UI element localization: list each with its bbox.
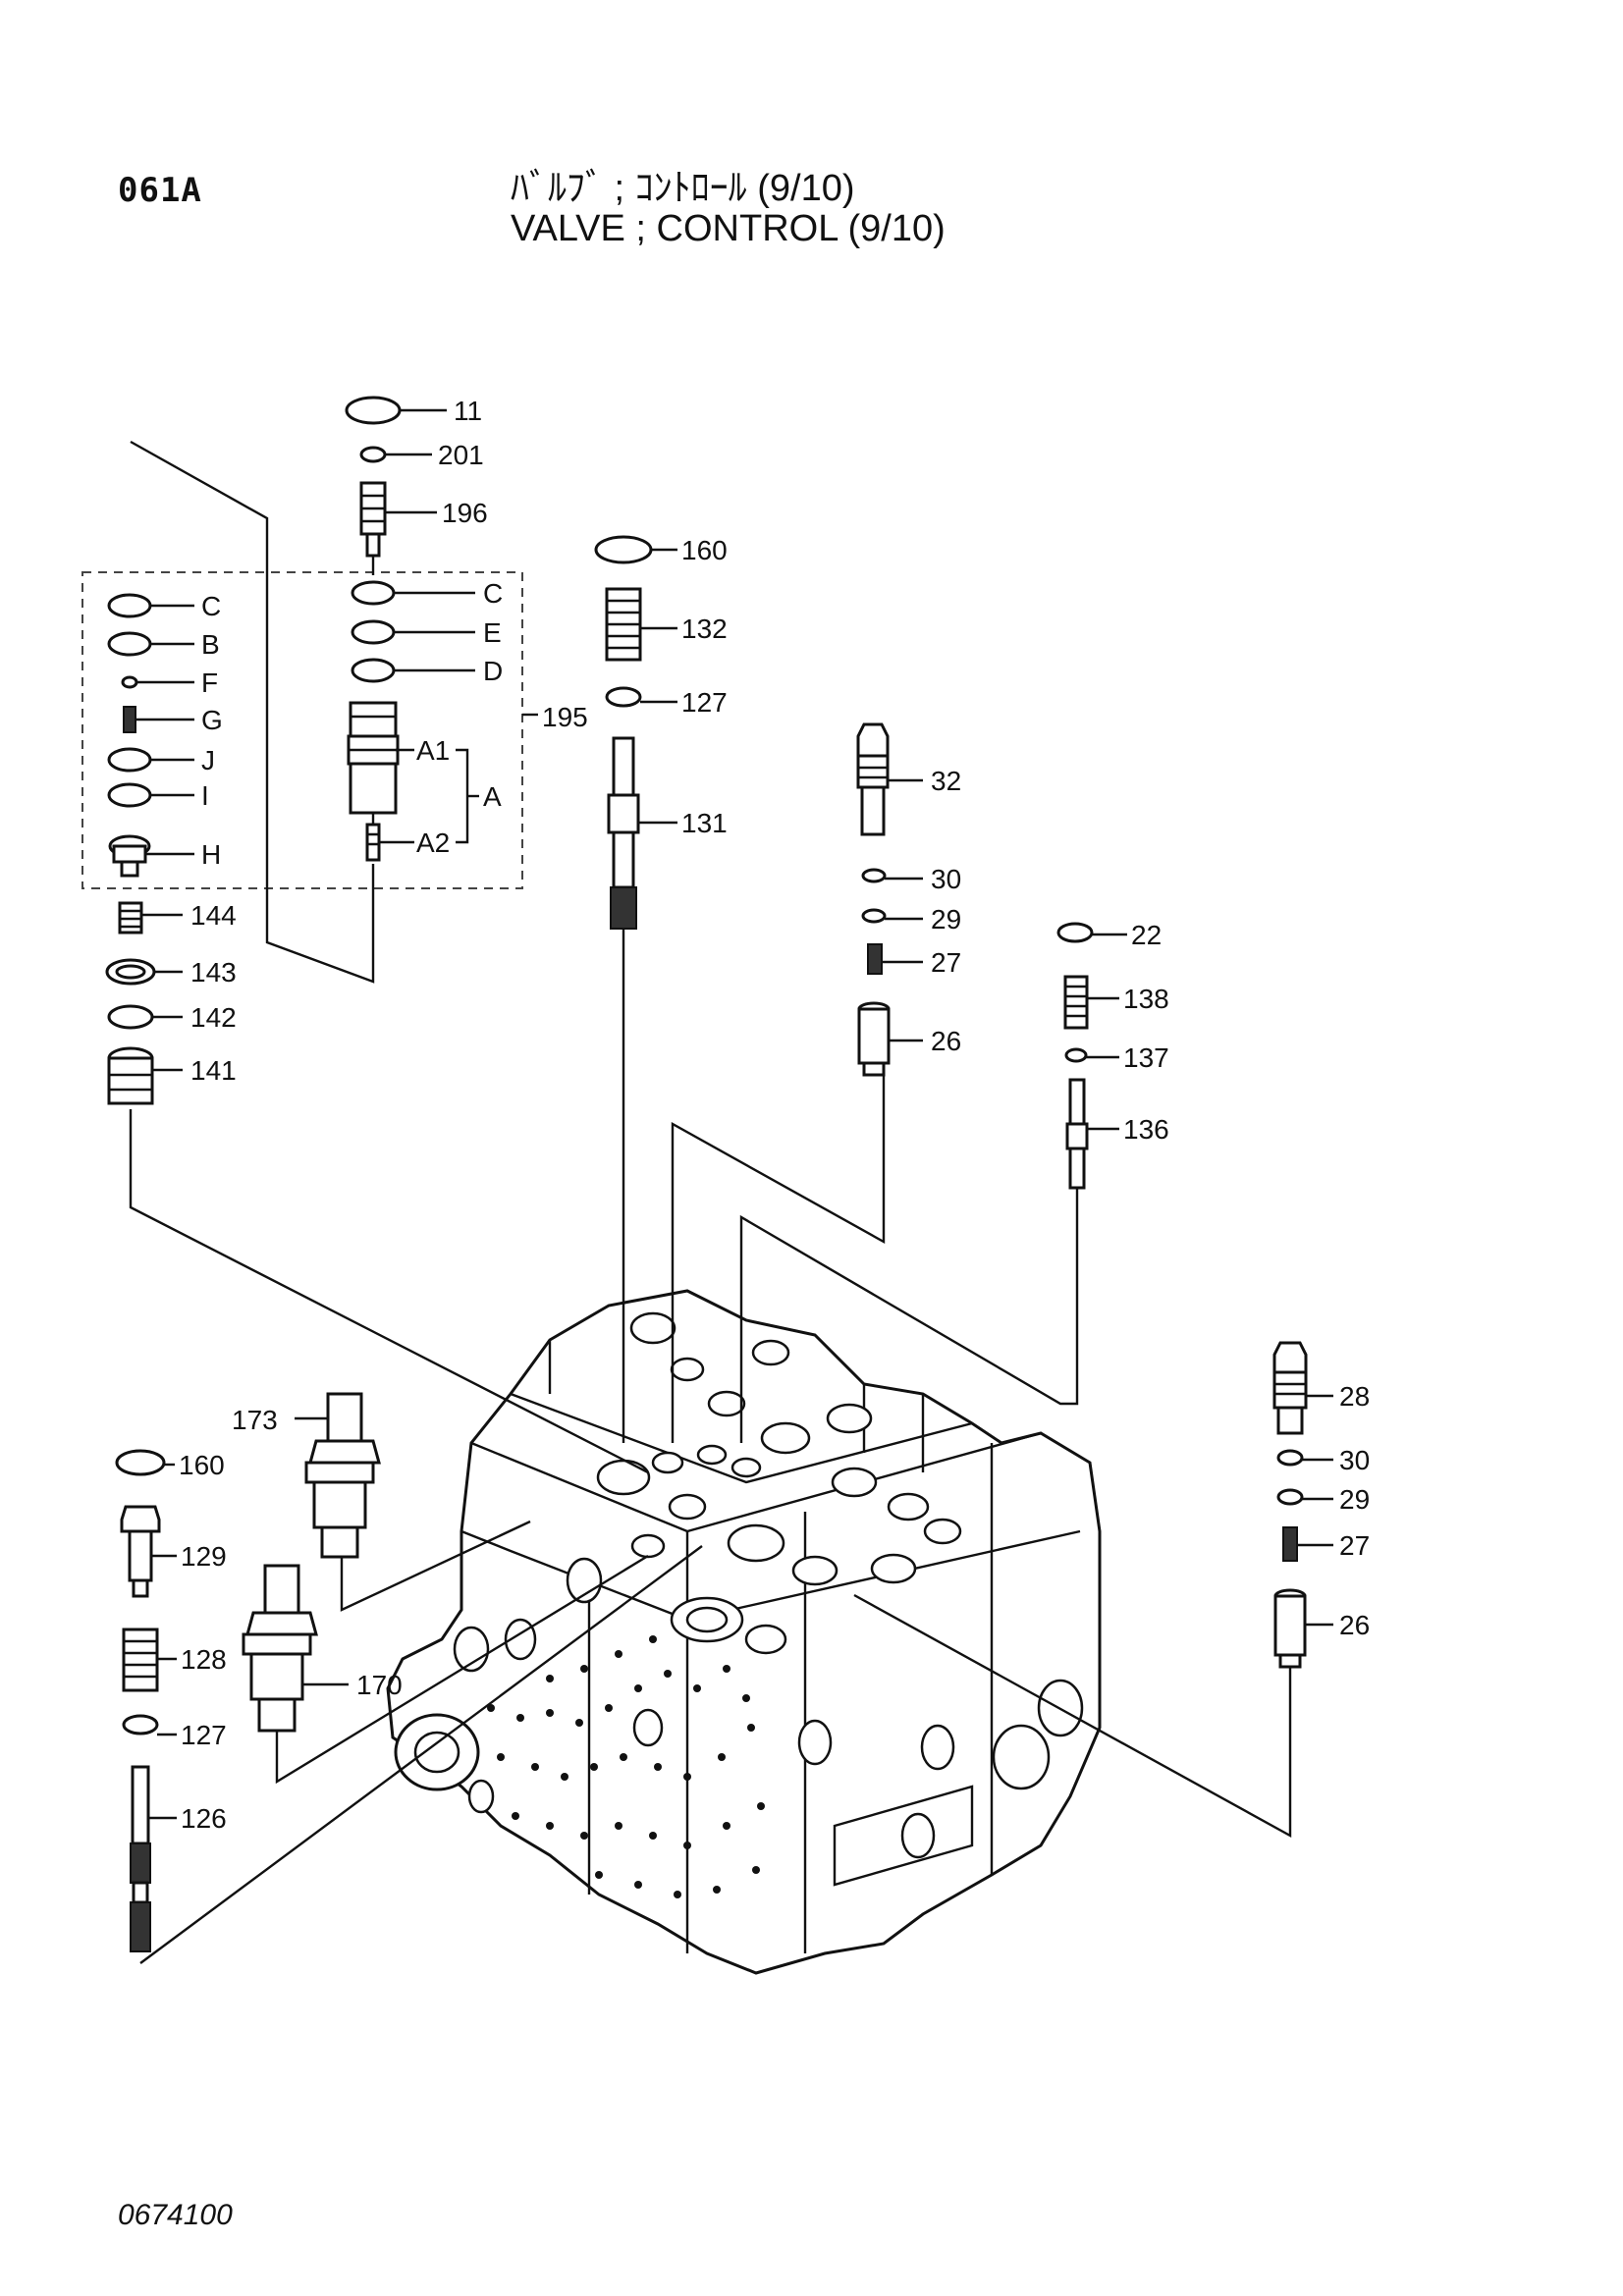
part-127-washer-top: 127 [605, 686, 728, 718]
part-27-spring-b: 27 [1282, 1526, 1370, 1562]
part-30-ring-a: 30 [861, 864, 961, 894]
part-128-spring: 128 [122, 1628, 227, 1692]
svg-text:29: 29 [931, 904, 961, 934]
part-30-ring-b: 30 [1276, 1445, 1370, 1475]
svg-text:141: 141 [190, 1055, 237, 1086]
part-170-sensor: 170 [242, 1564, 403, 1733]
svg-text:27: 27 [1339, 1530, 1370, 1561]
part-32-relief-valve: 32 [856, 722, 961, 836]
part-28-relief-valve: 28 [1272, 1341, 1370, 1435]
part-J-oring: J [107, 745, 215, 775]
part-196-plug: 196 [359, 481, 488, 558]
part-26-poppet-a: 26 [857, 1001, 961, 1077]
svg-text:D: D [483, 656, 503, 686]
part-H-plug: H [108, 834, 221, 878]
part-160-oring-top: 160 [594, 535, 728, 565]
part-A1-poppet: A1 [347, 701, 450, 815]
svg-text:132: 132 [681, 614, 728, 644]
part-127-washer-lower: 127 [122, 1714, 227, 1750]
body-bolt-holes [487, 1635, 765, 1898]
svg-text:I: I [201, 780, 209, 811]
part-C-oring-right: C [351, 578, 503, 609]
svg-text:136: 136 [1123, 1114, 1169, 1145]
svg-text:142: 142 [190, 1002, 237, 1033]
svg-text:26: 26 [931, 1026, 961, 1056]
part-F-ring: F [121, 667, 218, 698]
part-A2-pin: A2 [365, 823, 450, 862]
svg-text:143: 143 [190, 957, 237, 988]
title-english: VALVE ; CONTROL (9/10) [511, 208, 946, 249]
svg-text:26: 26 [1339, 1610, 1370, 1640]
svg-text:G: G [201, 705, 223, 735]
svg-text:22: 22 [1131, 920, 1162, 950]
svg-text:11: 11 [454, 396, 482, 426]
part-B-oring: B [107, 629, 220, 660]
part-I-oring: I [107, 780, 209, 811]
drawing-number: 0674100 [118, 2199, 233, 2231]
svg-text:30: 30 [1339, 1445, 1370, 1475]
svg-text:F: F [201, 667, 218, 698]
part-141-sleeve: 141 [107, 1046, 237, 1105]
part-201-ring: 201 [359, 440, 484, 470]
part-142-oring: 142 [107, 1002, 237, 1033]
svg-text:131: 131 [681, 808, 728, 838]
part-160-oring-lower: 160 [115, 1449, 225, 1480]
control-valve-body [386, 1289, 1102, 1975]
page-code: 061A [118, 171, 202, 210]
part-132-spring: 132 [605, 587, 728, 662]
part-143-ring: 143 [105, 957, 237, 988]
svg-text:160: 160 [681, 535, 728, 565]
svg-text:144: 144 [190, 900, 237, 931]
part-29-ring-a: 29 [861, 904, 961, 934]
svg-text:30: 30 [931, 864, 961, 894]
part-138-spring: 138 [1063, 975, 1169, 1030]
svg-text:28: 28 [1339, 1381, 1370, 1412]
part-27-spring-a: 27 [867, 943, 961, 978]
part-G-spring: G [123, 705, 223, 735]
part-29-ring-b: 29 [1276, 1484, 1370, 1515]
svg-text:126: 126 [181, 1803, 227, 1834]
svg-text:29: 29 [1339, 1484, 1370, 1515]
label-195: 195 [542, 702, 588, 732]
title-japanese: ﾊﾞﾙﾌﾞ ; ｺﾝﾄﾛｰﾙ (9/10) [511, 168, 855, 209]
part-173-sensor: 173 [232, 1392, 381, 1559]
kit-195-outline [81, 571, 523, 889]
part-131-spool: 131 [607, 736, 728, 930]
svg-text:C: C [201, 591, 221, 621]
part-136-spool: 136 [1065, 1078, 1169, 1190]
part-C-oring-left: C [107, 591, 221, 621]
svg-text:160: 160 [179, 1450, 225, 1480]
svg-text:128: 128 [181, 1644, 227, 1675]
svg-text:201: 201 [438, 440, 484, 470]
svg-text:170: 170 [356, 1670, 403, 1700]
svg-text:173: 173 [232, 1405, 278, 1435]
part-11-oring: 11 [345, 396, 482, 426]
part-22-oring: 22 [1056, 920, 1162, 950]
part-129-plug: 129 [120, 1505, 227, 1598]
svg-text:138: 138 [1123, 984, 1169, 1014]
svg-text:196: 196 [442, 498, 488, 528]
part-144-spring: 144 [118, 900, 237, 934]
bracket-A: A [456, 748, 502, 844]
svg-text:127: 127 [681, 687, 728, 718]
svg-text:C: C [483, 578, 503, 609]
svg-text:127: 127 [181, 1720, 227, 1750]
svg-text:A: A [483, 781, 502, 812]
svg-text:A2: A2 [416, 828, 450, 858]
svg-text:B: B [201, 629, 220, 660]
part-126-spool: 126 [130, 1765, 227, 1952]
svg-text:27: 27 [931, 947, 961, 978]
part-E-oring: E [351, 617, 502, 648]
svg-text:E: E [483, 617, 502, 648]
part-26-poppet-b: 26 [1273, 1588, 1370, 1669]
svg-text:H: H [201, 839, 221, 870]
svg-text:32: 32 [931, 766, 961, 796]
svg-text:J: J [201, 745, 215, 775]
part-137-ring: 137 [1064, 1042, 1169, 1073]
part-D-oring: D [351, 656, 503, 686]
svg-text:129: 129 [181, 1541, 227, 1572]
svg-text:137: 137 [1123, 1042, 1169, 1073]
svg-text:A1: A1 [416, 735, 450, 766]
